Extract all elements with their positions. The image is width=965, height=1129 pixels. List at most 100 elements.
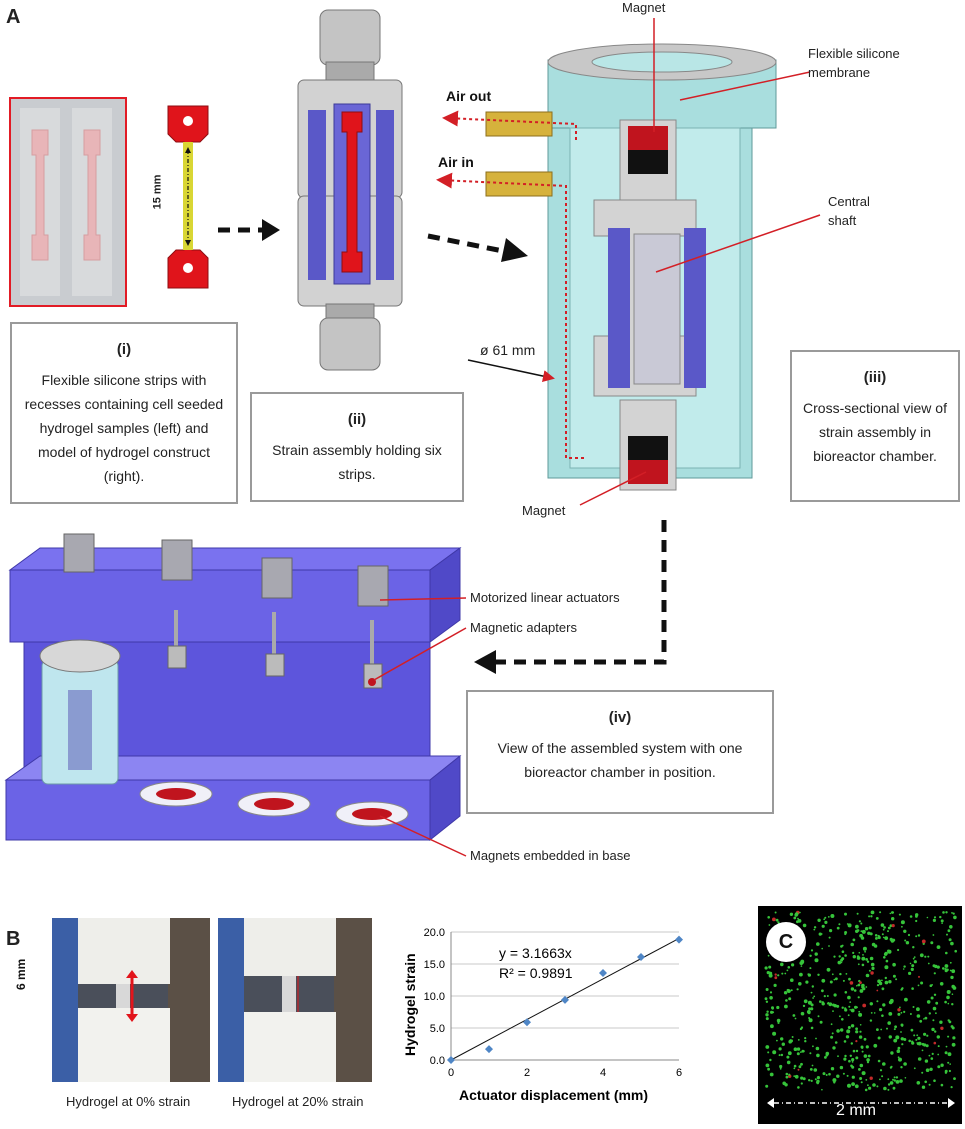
cell-dot [940, 1026, 944, 1030]
cell-dot [870, 1012, 873, 1014]
cell-dot [868, 969, 871, 972]
strain-assembly-model [297, 9, 403, 371]
cell-dot [897, 1008, 901, 1012]
cell-dot [870, 910, 875, 915]
cell-dot [913, 956, 916, 958]
cell-dot [821, 947, 823, 950]
cell-dot [948, 1020, 952, 1024]
label-base-magnets: Magnets embedded in base [470, 848, 631, 863]
cell-dot [810, 1026, 814, 1030]
cell-dot [808, 1018, 813, 1023]
cell-dot [916, 1034, 919, 1037]
cell-dot [867, 1084, 869, 1087]
cell-dot [912, 946, 915, 949]
cell-dot [945, 951, 948, 955]
y-tick-label: 0.0 [430, 1055, 445, 1067]
label-central-shaft: Central shaft [828, 194, 870, 228]
cell-dot [947, 929, 951, 933]
cell-dot [868, 926, 872, 930]
cell-dot [869, 956, 874, 961]
cell-dot [785, 1075, 789, 1079]
cell-dot [865, 958, 868, 961]
cell-dot [848, 1005, 851, 1008]
cell-dot [794, 912, 799, 916]
cell-dot [900, 1023, 904, 1027]
cell-dot [786, 1060, 791, 1065]
cell-dot [816, 942, 820, 946]
cell-dot [813, 1068, 818, 1072]
caption-box-iv: (iv) View of the assembled system with o… [466, 690, 774, 814]
cell-dot [777, 974, 780, 977]
cell-dot [916, 1042, 920, 1046]
cell-dot [921, 1071, 924, 1074]
cell-dot [813, 928, 816, 931]
cell-dot [800, 1076, 804, 1080]
cell-dot [875, 937, 878, 940]
cell-dot [905, 941, 910, 945]
cell-dot [849, 1054, 852, 1057]
cell-dot [924, 1059, 929, 1063]
cell-dot [865, 1079, 868, 1081]
chart-y-axis-label: Hydrogel strain [402, 953, 418, 1056]
cell-dot [814, 1078, 817, 1081]
cell-dot [824, 920, 828, 924]
cell-dot [874, 934, 878, 937]
cell-dot [851, 1061, 854, 1063]
cell-dot [855, 924, 859, 929]
cell-dot [852, 938, 856, 942]
cell-dot [930, 1057, 934, 1060]
cell-dot [809, 967, 812, 970]
data-point [637, 952, 645, 961]
cell-dot [910, 967, 914, 971]
cell-dot [917, 934, 921, 937]
cell-dot [953, 1077, 956, 1080]
cell-dot [940, 1083, 944, 1087]
cell-dot [823, 995, 826, 998]
cell-dot [844, 954, 847, 957]
cell-dot [834, 1041, 838, 1044]
cell-dot [830, 1067, 835, 1071]
cell-dot [847, 1014, 850, 1017]
label-motorized-actuators: Motorized linear actuators [470, 590, 620, 605]
cell-dot [889, 924, 893, 927]
cell-dot [804, 1040, 807, 1043]
cell-dot [883, 1086, 887, 1091]
cell-dot [877, 934, 880, 938]
cell-dot [931, 1052, 934, 1055]
cell-dot [921, 1049, 924, 1052]
cell-dot [810, 991, 813, 994]
cell-dot [850, 942, 854, 947]
cell-dot [944, 968, 947, 971]
cell-dot [907, 933, 911, 937]
cell-dot [864, 1088, 868, 1092]
cell-dot [797, 1039, 800, 1041]
cell-dot [925, 1068, 930, 1072]
cell-dot [880, 923, 885, 927]
cell-dot [859, 989, 864, 993]
cell-dot [886, 1027, 888, 1030]
label-b-scale: 6 mm [14, 958, 28, 990]
cell-dot [852, 955, 856, 959]
cell-dot [780, 1053, 784, 1057]
cell-dot [869, 1019, 873, 1022]
cell-dot [793, 1047, 798, 1051]
cell-dot [864, 950, 866, 953]
cell-dot [856, 956, 861, 960]
cell-dot [772, 1011, 775, 1014]
cell-dot [798, 1065, 802, 1069]
cell-dot [787, 1051, 792, 1056]
cell-dot [883, 926, 886, 929]
cell-dot [873, 1012, 876, 1014]
cell-dot [780, 962, 784, 967]
cell-dot [884, 980, 889, 985]
cell-dot [771, 1007, 774, 1010]
cell-dot [770, 1024, 774, 1029]
cell-dot [933, 1079, 936, 1082]
cell-dot [800, 1027, 803, 1030]
cell-dot [868, 915, 871, 918]
cell-dot [830, 914, 835, 918]
cell-dot [903, 1038, 907, 1041]
cell-dot [884, 976, 887, 980]
cell-dot [911, 987, 914, 990]
cell-dot [855, 1030, 859, 1034]
